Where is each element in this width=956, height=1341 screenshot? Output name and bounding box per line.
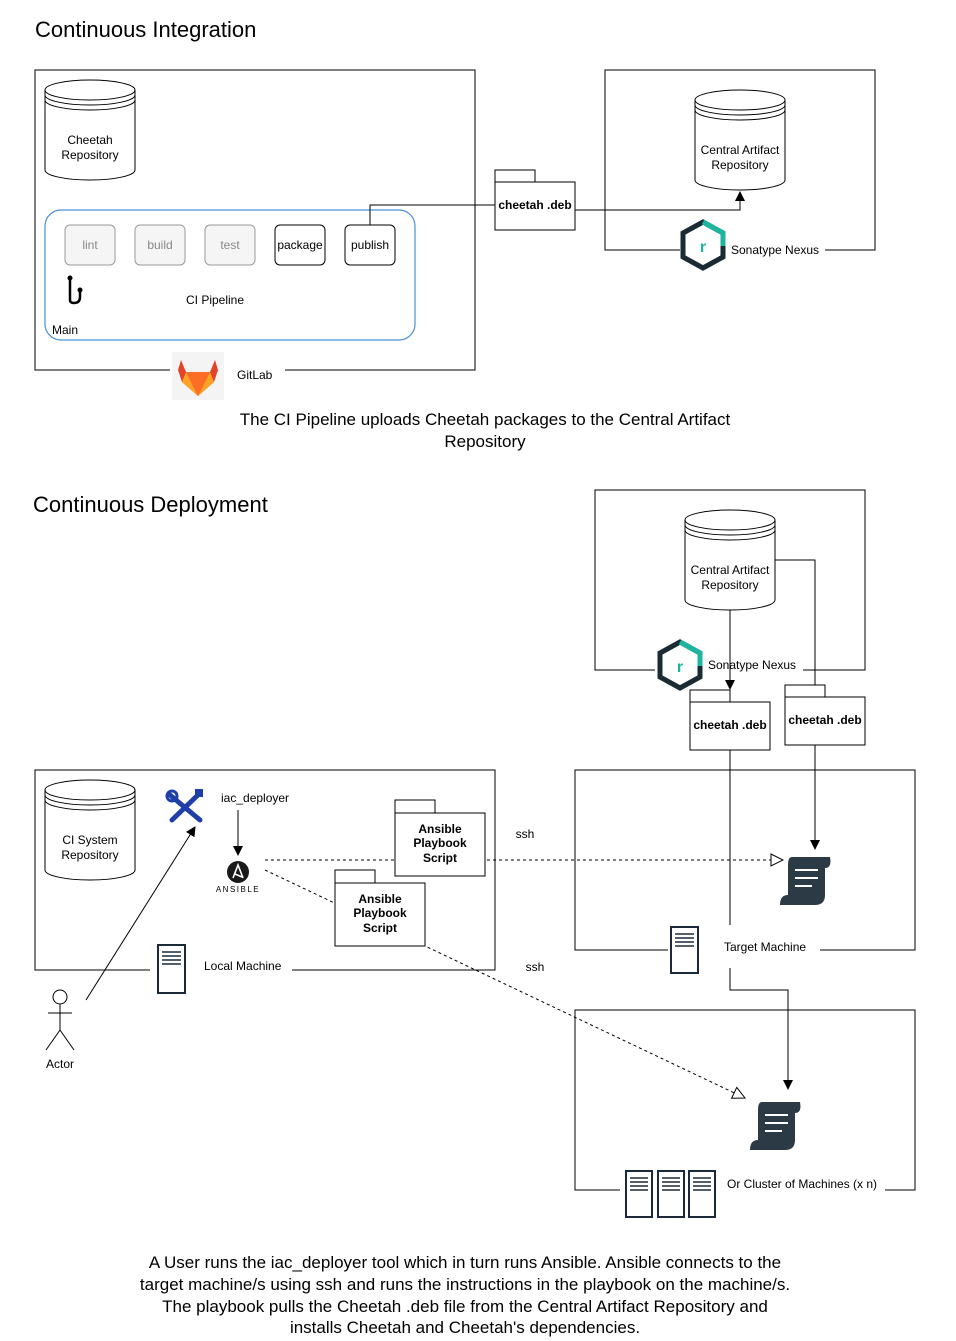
ci-caption-line1: The CI Pipeline uploads Cheetah packages… (240, 410, 731, 429)
ci-title: Continuous Integration (35, 17, 256, 42)
target-machine-frame (574, 769, 916, 951)
stage-lint-label: lint (82, 238, 98, 252)
cd-caption-line3: The playbook pulls the Cheetah .deb file… (162, 1297, 768, 1316)
gitlab-frame (34, 69, 476, 371)
cheetah-deb-package-cd-1: cheetah .deb (689, 689, 771, 751)
actor-to-iac-arrow (85, 826, 196, 1001)
central-repo-cd-line2: Repository (701, 578, 758, 592)
ci-pipeline-container (44, 209, 416, 341)
stage-publish[interactable]: publish (344, 224, 396, 266)
cd-caption-line2: target machine/s using ssh and runs the … (140, 1275, 790, 1294)
stage-build[interactable]: build (134, 224, 186, 266)
ssh-label-1: ssh (516, 827, 535, 841)
svg-text:r: r (700, 239, 706, 256)
ansible-icon: ANSIBLE (216, 861, 260, 894)
target-machine-label: Target Machine (724, 940, 806, 954)
nexus-frame-cd (594, 489, 866, 671)
script-icon-target (780, 857, 831, 905)
central-repo-cd-line1: Central Artifact (691, 563, 770, 577)
target-server-icon (670, 926, 699, 974)
publish-to-package-line (369, 204, 495, 225)
playbook1-line1: Ansible (418, 822, 462, 836)
ci-system-repo-line2: Repository (61, 848, 118, 862)
package-to-repo-arrow (575, 191, 745, 211)
cluster-servers-icon (625, 1170, 716, 1218)
local-server-icon (157, 944, 186, 994)
cheetah-deb-package-cd-2: cheetah .deb (784, 684, 866, 746)
ci-system-repo-line1: CI System (62, 833, 117, 847)
stage-package-label: package (277, 238, 323, 252)
cluster-frame (574, 1009, 916, 1191)
ssh-to-cluster-line (264, 869, 745, 1098)
gitlab-label: GitLab (237, 368, 273, 382)
actor-icon (45, 989, 75, 1051)
cheetah-repo-line2: Repository (61, 148, 118, 162)
cheetah-deb-package-ci: cheetah .deb (494, 169, 576, 231)
playbook2-line1: Ansible (358, 892, 402, 906)
nexus-cd-label: Sonatype Nexus (708, 658, 796, 672)
branch-main-label: Main (52, 323, 78, 337)
stage-test[interactable]: test (204, 224, 256, 266)
cd-caption-line4: installs Cheetah and Cheetah's dependenc… (290, 1318, 640, 1337)
cheetah-repo-line1: Cheetah (67, 133, 112, 147)
ci-caption-line2: Repository (444, 432, 526, 451)
central-artifact-repository-ci: Central Artifact Repository (694, 89, 786, 191)
local-machine-frame (34, 769, 496, 971)
central-repo-ci-line1: Central Artifact (701, 143, 780, 157)
git-branch-icon (67, 275, 83, 305)
actor-label: Actor (46, 1057, 74, 1071)
stage-build-label: build (147, 238, 172, 252)
local-machine-label: Local Machine (204, 959, 282, 973)
script-icon-cluster (750, 1102, 801, 1150)
playbook1-line3: Script (423, 851, 457, 865)
nexus-ci-label: Sonatype Nexus (731, 243, 819, 257)
stage-test-label: test (220, 238, 240, 252)
cd-title: Continuous Deployment (33, 492, 268, 517)
tools-icon (165, 789, 203, 823)
sonatype-nexus-icon-cd: r (657, 639, 703, 691)
cd-caption-line1: A User runs the iac_deployer tool which … (149, 1253, 781, 1272)
stage-publish-label: publish (351, 238, 389, 252)
package-to-cluster-arrow (729, 968, 793, 1090)
cluster-label: Or Cluster of Machines (x n) (727, 1177, 877, 1191)
cheetah-repository: Cheetah Repository (44, 79, 136, 181)
playbook2-line3: Script (363, 921, 397, 935)
iac-deployer-label: iac_deployer (221, 791, 289, 805)
ansible-playbook-1: Ansible Playbook Script (394, 799, 486, 877)
cheetah-deb-cd2-label: cheetah .deb (788, 713, 861, 727)
playbook1-line2: Playbook (413, 836, 467, 850)
ansible-label: ANSIBLE (216, 885, 260, 894)
central-repo-ci-line2: Repository (711, 158, 768, 172)
stage-package[interactable]: package (274, 224, 326, 266)
repo-to-target-arrow (775, 559, 820, 850)
ci-pipeline-label: CI Pipeline (186, 293, 244, 307)
stage-lint[interactable]: lint (64, 224, 116, 266)
ci-system-repository: CI System Repository (44, 779, 136, 881)
ssh-label-2: ssh (526, 960, 545, 974)
nexus-frame-ci (604, 69, 876, 251)
gitlab-icon (172, 352, 224, 400)
sonatype-nexus-icon: r (680, 219, 726, 271)
playbook2-line2: Playbook (353, 906, 407, 920)
cheetah-deb-ci-label: cheetah .deb (498, 198, 571, 212)
ansible-playbook-2: Ansible Playbook Script (334, 869, 426, 947)
central-artifact-repository-cd: Central Artifact Repository (684, 509, 776, 611)
cheetah-deb-cd1-label: cheetah .deb (693, 718, 766, 732)
svg-text:r: r (677, 659, 683, 676)
